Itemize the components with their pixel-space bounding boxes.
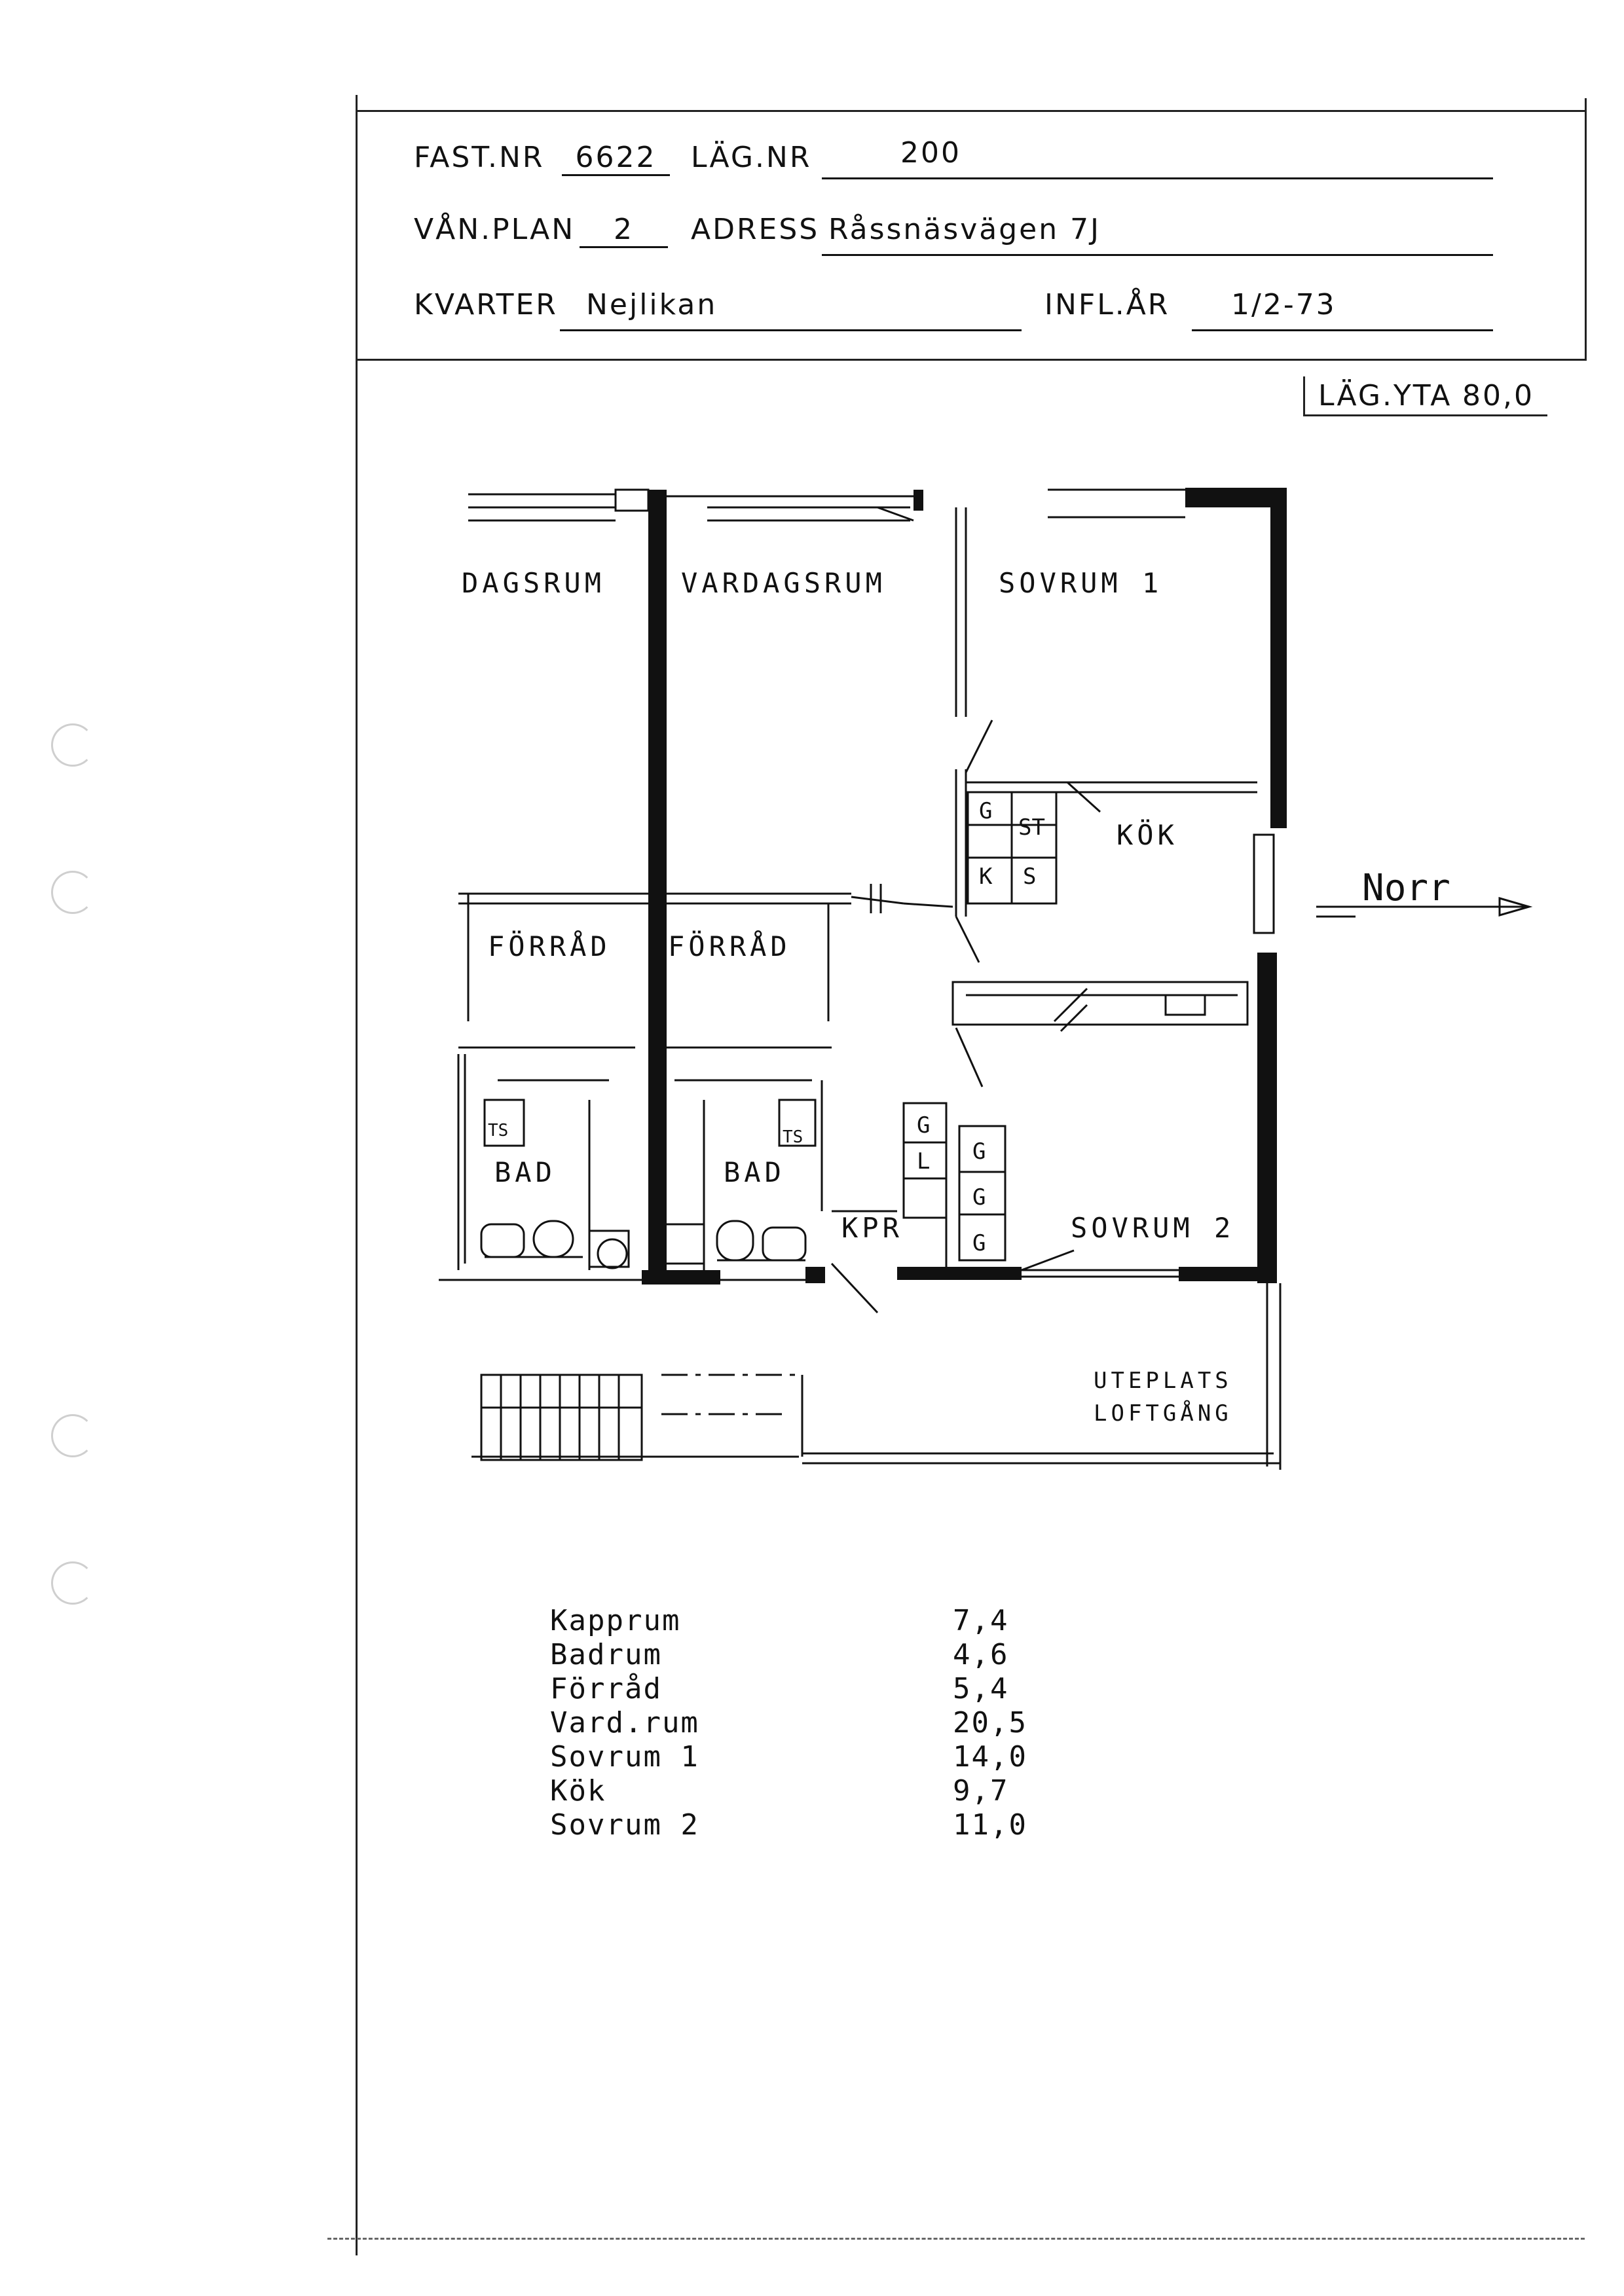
fixture-g-label: G: [972, 1139, 986, 1165]
form-frame-left: [356, 95, 358, 2255]
van-plan-value: 2: [580, 213, 668, 248]
adress-value: Råssnäsvägen 7J: [822, 213, 1493, 256]
area-name: Förråd: [550, 1672, 662, 1705]
adress-label: ADRESS: [691, 213, 820, 246]
room-kpr-label: KPR: [841, 1212, 903, 1244]
room-dagsrum-label: DAGSRUM: [462, 567, 605, 599]
loftgang-label: LOFTGÅNG: [1094, 1400, 1232, 1427]
uteplats-label: UTEPLATS: [1094, 1368, 1232, 1394]
area-value: 7,4: [953, 1604, 1009, 1637]
fixture-st-label: ST: [1018, 814, 1045, 841]
lag-yta-label: LÄG.YTA: [1318, 379, 1452, 412]
area-row: Sovrum 1 14,0: [550, 1740, 1074, 1774]
area-table: Kapprum 7,4 Badrum 4,6 Förråd 5,4 Vard.r…: [550, 1604, 1074, 1842]
fast-nr-label: FAST.NR: [414, 141, 545, 174]
room-forrad-left-label: FÖRRÅD: [488, 930, 611, 962]
fixture-g-label: G: [972, 1230, 986, 1256]
binder-hole: [51, 871, 94, 914]
room-bad-left-label: BAD: [494, 1156, 556, 1188]
north-label: Norr: [1362, 867, 1450, 909]
fixture-g-label: G: [979, 798, 992, 824]
room-vardagsrum-label: VARDAGSRUM: [681, 567, 886, 599]
lag-nr-value: 200: [822, 136, 1493, 179]
area-value: 11,0: [953, 1808, 1027, 1842]
area-row: Vard.rum 20,5: [550, 1706, 1074, 1740]
lag-yta-value: 80,0: [1462, 379, 1534, 412]
form-header-divider: [356, 359, 1587, 361]
room-forrad-right-label: FÖRRÅD: [668, 930, 791, 962]
area-row: Kapprum 7,4: [550, 1604, 1074, 1638]
fixture-ts-label: TS: [488, 1121, 508, 1140]
kvarter-label: KVARTER: [414, 288, 558, 321]
room-kok-label: KÖK: [1116, 818, 1178, 851]
area-name: Sovrum 2: [550, 1808, 699, 1842]
area-name: Kapprum: [550, 1604, 681, 1637]
form-frame-bottom: [327, 2238, 1585, 2240]
area-row: Förråd 5,4: [550, 1672, 1074, 1706]
fast-nr-value: 6622: [562, 141, 670, 176]
room-sovrum1-label: SOVRUM 1: [999, 567, 1162, 599]
infl-ar-label: INFL.ÅR: [1044, 288, 1170, 321]
lag-yta-box: LÄG.YTA 80,0: [1303, 376, 1547, 416]
floor-plan: DAGSRUM VARDAGSRUM SOVRUM 1 KÖK FÖRRÅD F…: [439, 488, 1533, 1470]
area-name: Badrum: [550, 1638, 662, 1671]
area-name: Kök: [550, 1774, 606, 1808]
van-plan-label: VÅN.PLAN: [414, 213, 576, 246]
fixture-g-label: G: [972, 1184, 986, 1211]
room-sovrum2-label: SOVRUM 2: [1071, 1212, 1234, 1244]
fixture-ts-label: TS: [783, 1127, 803, 1147]
fixture-k-label: K: [979, 864, 993, 890]
area-value: 4,6: [953, 1638, 1009, 1671]
area-row: Kök 9,7: [550, 1774, 1074, 1808]
fixture-s-label: S: [1023, 864, 1036, 890]
form-frame-right: [1585, 98, 1587, 360]
binder-hole: [51, 1414, 94, 1457]
kvarter-value: Nejlikan: [560, 288, 1022, 331]
binder-hole: [51, 1561, 94, 1605]
fixture-l-label: L: [917, 1148, 930, 1175]
area-name: Sovrum 1: [550, 1740, 699, 1774]
fixture-g-label: G: [917, 1112, 930, 1139]
lag-nr-label: LÄG.NR: [691, 141, 812, 174]
area-row: Sovrum 2 11,0: [550, 1808, 1074, 1842]
area-name: Vard.rum: [550, 1706, 699, 1740]
area-value: 14,0: [953, 1740, 1027, 1774]
area-value: 20,5: [953, 1706, 1027, 1740]
room-bad-right-label: BAD: [724, 1156, 785, 1188]
infl-ar-value: 1/2-73: [1192, 288, 1493, 331]
area-row: Badrum 4,6: [550, 1638, 1074, 1672]
area-value: 9,7: [953, 1774, 1009, 1808]
binder-hole: [51, 723, 94, 767]
area-value: 5,4: [953, 1672, 1009, 1705]
form-frame-top: [356, 110, 1587, 112]
